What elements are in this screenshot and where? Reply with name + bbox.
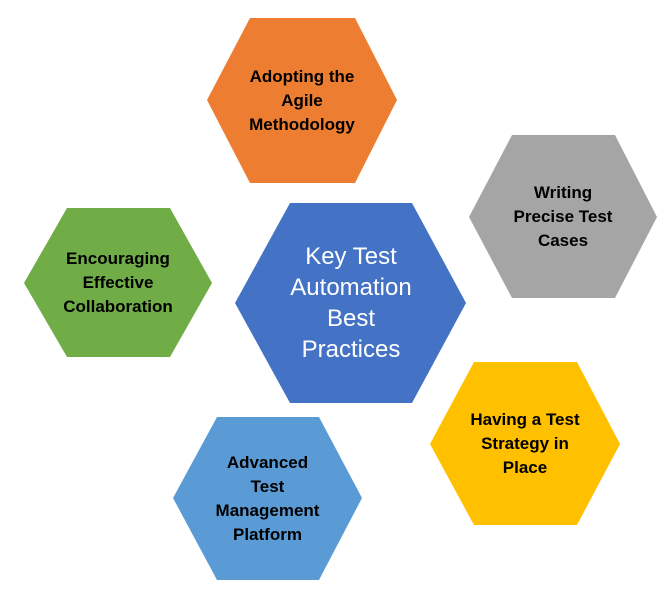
- label-line: Strategy in: [481, 433, 569, 453]
- label-line: Writing: [533, 182, 593, 202]
- center-line: Automation: [290, 274, 412, 301]
- label-line: Platform: [233, 524, 302, 544]
- label-line: Precise Test: [513, 206, 613, 226]
- label-line: Management: [215, 500, 320, 520]
- center-line: Key Test: [305, 243, 397, 270]
- hexagon-strategy: [430, 362, 620, 525]
- hexagon-platform: [173, 417, 362, 580]
- label-line: Methodology: [249, 114, 355, 134]
- label-line: Effective: [82, 272, 154, 292]
- label-line: Place: [502, 457, 548, 477]
- label-line: Collaboration: [63, 296, 173, 316]
- label-line: Agile: [281, 90, 323, 110]
- hexagon-center: [235, 203, 466, 403]
- label-line: Cases: [537, 230, 589, 250]
- center-line: Practices: [301, 336, 401, 363]
- hexagon-collaboration: [24, 208, 212, 357]
- label-line: Encouraging: [66, 248, 170, 268]
- hexagon-agile: [207, 18, 397, 183]
- label-line: Having a Test: [470, 409, 580, 429]
- label-line: Advanced: [226, 452, 309, 472]
- center-line: Best: [326, 305, 376, 332]
- hexagon-test-cases: [469, 135, 657, 298]
- label-line: Adopting the: [249, 66, 355, 86]
- label-line: Test: [250, 476, 285, 496]
